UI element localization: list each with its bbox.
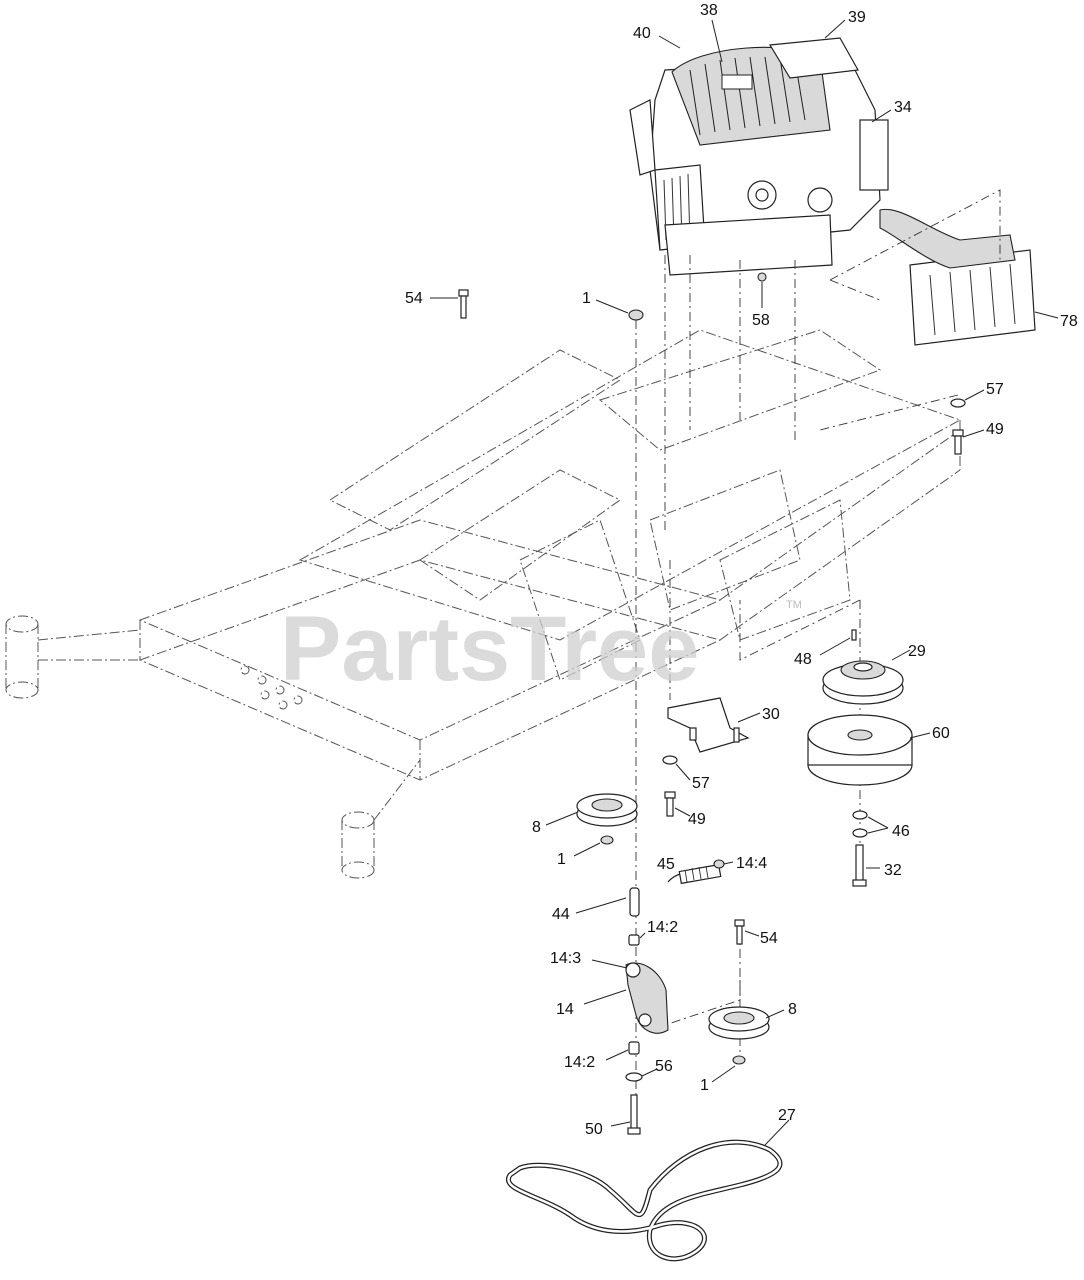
clutch-60 bbox=[807, 714, 913, 786]
idler-arm-14 bbox=[625, 962, 669, 1034]
callout-29: 29 bbox=[908, 643, 926, 660]
callout-50: 50 bbox=[585, 1121, 603, 1138]
idler-pulley-8-top bbox=[576, 793, 638, 827]
callout-14-2: 14:2 bbox=[564, 1054, 595, 1071]
callout-38: 38 bbox=[700, 2, 718, 19]
engine-assembly bbox=[629, 37, 889, 276]
washer-57-mid bbox=[662, 755, 678, 765]
callout-34: 34 bbox=[894, 99, 912, 116]
callout-32: 32 bbox=[884, 862, 902, 879]
nut-1-mid bbox=[600, 835, 614, 845]
bushing-14-2-bottom bbox=[628, 1041, 640, 1055]
callout-54: 54 bbox=[760, 930, 778, 947]
callout-78: 78 bbox=[1060, 313, 1078, 330]
callout-56: 56 bbox=[655, 1058, 673, 1075]
bushing-14-2-top bbox=[628, 934, 640, 946]
bolt-49-top bbox=[952, 429, 964, 455]
callout-1: 1 bbox=[582, 290, 591, 307]
callout-14-4: 14:4 bbox=[736, 855, 767, 872]
callout-14-2: 14:2 bbox=[647, 919, 678, 936]
watermark: PartsTree bbox=[280, 598, 699, 700]
engine-badge bbox=[721, 74, 753, 90]
callout-14-3: 14:3 bbox=[550, 950, 581, 967]
callout-14: 14 bbox=[556, 1001, 574, 1018]
callout-46: 46 bbox=[892, 823, 910, 840]
callout-labels: 40 38 39 34 54 1 58 78 57 49 48 29 30 60… bbox=[405, 2, 1078, 1138]
callout-48: 48 bbox=[794, 651, 812, 668]
callout-1: 1 bbox=[557, 851, 566, 868]
callout-8: 8 bbox=[532, 819, 541, 836]
nut-1-bottom bbox=[732, 1055, 746, 1065]
callout-1: 1 bbox=[700, 1077, 709, 1094]
bolt-49-mid bbox=[664, 791, 676, 817]
pulley-29 bbox=[822, 660, 904, 705]
callout-27: 27 bbox=[778, 1107, 796, 1124]
bracket-30 bbox=[667, 697, 750, 753]
bolt-58 bbox=[757, 272, 767, 282]
washer-56 bbox=[625, 1072, 643, 1082]
callout-45: 45 bbox=[657, 856, 675, 873]
muffler bbox=[829, 189, 1036, 346]
pin-54-top bbox=[458, 289, 469, 319]
callout-8: 8 bbox=[788, 1001, 797, 1018]
callout-54: 54 bbox=[405, 290, 423, 307]
callout-58: 58 bbox=[752, 312, 770, 329]
callout-44: 44 bbox=[552, 906, 570, 923]
spring-45 bbox=[667, 863, 722, 885]
washer-57-top bbox=[950, 398, 966, 408]
callout-40: 40 bbox=[633, 25, 651, 42]
leader-lines bbox=[430, 19, 1059, 1146]
mower-frame bbox=[5, 329, 962, 879]
bolt-14-4 bbox=[713, 859, 725, 869]
washers-46 bbox=[852, 810, 868, 838]
spacer-44 bbox=[629, 887, 640, 917]
bolt-32 bbox=[852, 844, 867, 887]
nut-1-top bbox=[628, 309, 644, 321]
idler-pulley-8-bottom bbox=[708, 1006, 770, 1040]
callout-39: 39 bbox=[848, 9, 866, 26]
callout-49: 49 bbox=[986, 421, 1004, 438]
drive-belt-27 bbox=[506, 1139, 783, 1262]
watermark-trademark: TM bbox=[786, 599, 802, 611]
callout-60: 60 bbox=[932, 725, 950, 742]
callout-57: 57 bbox=[692, 775, 710, 792]
key-48 bbox=[851, 629, 857, 641]
bolt-50 bbox=[627, 1094, 641, 1135]
callout-57: 57 bbox=[986, 381, 1004, 398]
callout-49: 49 bbox=[688, 811, 706, 828]
pin-54-bottom bbox=[734, 919, 745, 945]
callout-30: 30 bbox=[762, 706, 780, 723]
